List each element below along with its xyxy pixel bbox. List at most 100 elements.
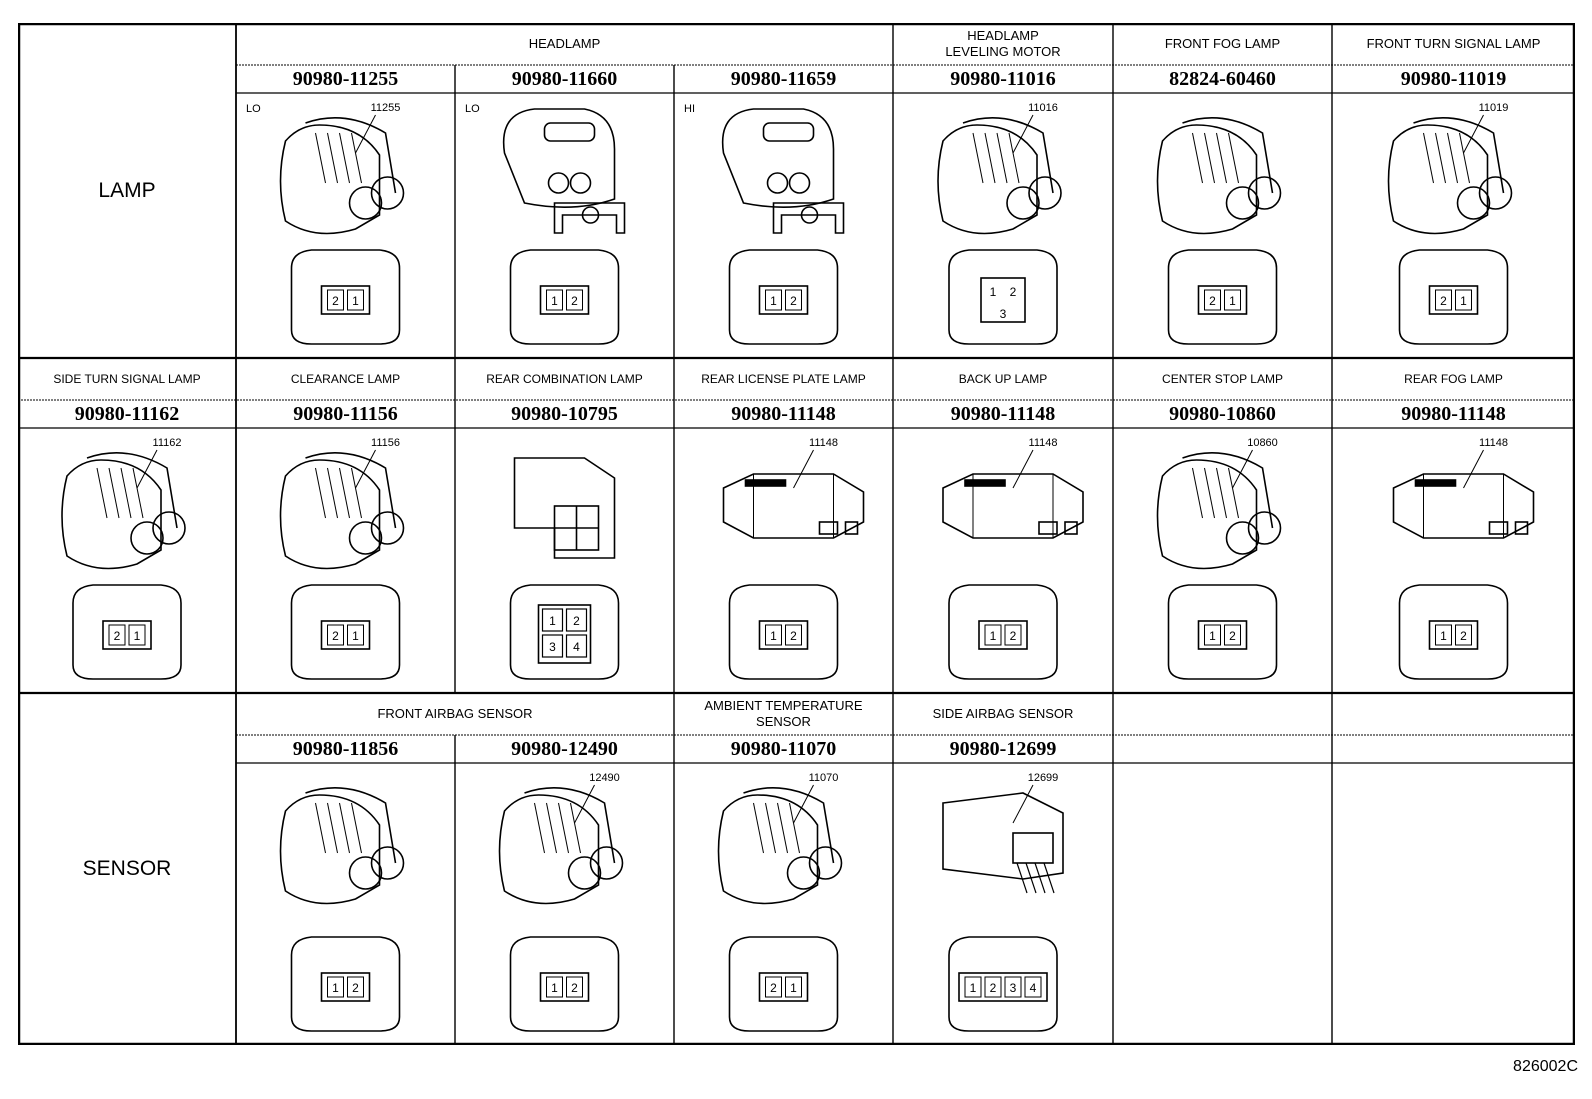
part-header: REAR LICENSE PLATE LAMP xyxy=(701,372,866,386)
connector-face xyxy=(290,249,401,345)
pin-number: 2 xyxy=(790,629,797,643)
connector-housing xyxy=(722,473,865,539)
connector-housing xyxy=(721,108,835,208)
part-number: 90980-11255 xyxy=(292,67,399,90)
terminal xyxy=(589,846,624,880)
pin-number: 2 xyxy=(352,981,359,995)
retainer-clip xyxy=(772,202,845,234)
latch xyxy=(962,117,1054,194)
table-border xyxy=(18,23,1575,1045)
part-number: 90980-10860 xyxy=(1169,402,1276,425)
callout-label: 11255 xyxy=(371,102,401,114)
pin-number: 2 xyxy=(332,629,339,643)
connector-face xyxy=(728,936,839,1032)
pin-number: 3 xyxy=(1010,981,1017,995)
pin-number: 1 xyxy=(551,981,558,995)
group-header: FRONT AIRBAG SENSOR xyxy=(377,706,533,721)
connector-face xyxy=(72,584,182,680)
variant-tag: HI xyxy=(684,103,695,115)
connector-face xyxy=(509,936,620,1032)
pin-number: 2 xyxy=(770,981,777,995)
connector-face xyxy=(290,584,401,680)
pin-number: 1 xyxy=(332,981,339,995)
callout-label: 10860 xyxy=(1247,437,1278,449)
connector-face xyxy=(948,584,1058,680)
terminal xyxy=(1006,186,1040,220)
connector-housing xyxy=(61,459,162,570)
pin-number: 1 xyxy=(990,629,997,643)
callout-label: 11148 xyxy=(809,437,838,449)
latch xyxy=(1182,117,1274,194)
category-lamp: LAMP xyxy=(98,178,156,202)
connector-housing xyxy=(502,108,616,208)
terminal xyxy=(1225,186,1260,220)
connector-face xyxy=(728,584,839,680)
latch xyxy=(743,787,835,864)
callout-label: 11162 xyxy=(153,437,182,449)
pin-number: 1 xyxy=(770,629,777,643)
latch xyxy=(1182,452,1274,529)
connector-housing xyxy=(513,457,616,559)
part-header: CLEARANCE LAMP xyxy=(290,372,401,386)
part-header: CENTER STOP LAMP xyxy=(1162,372,1283,386)
terminal xyxy=(152,511,186,545)
connector-housing xyxy=(942,473,1084,539)
connector-face xyxy=(290,936,401,1032)
connector-face xyxy=(948,936,1058,1032)
pin-number: 1 xyxy=(551,294,558,308)
terminal xyxy=(348,856,383,890)
connector-face xyxy=(1167,249,1278,345)
terminal xyxy=(1247,176,1282,210)
pin-number: 2 xyxy=(571,294,578,308)
part-number: 90980-12699 xyxy=(949,737,1057,760)
part-number: 82824-60460 xyxy=(1169,67,1276,90)
latch xyxy=(305,452,397,529)
pin-number: 3 xyxy=(1000,307,1007,321)
part-header: REAR FOG LAMP xyxy=(1404,372,1503,386)
part-number: 90980-12490 xyxy=(511,737,618,760)
callout-label: 12699 xyxy=(1028,772,1059,784)
connector-housing xyxy=(498,794,600,905)
callout-label: 11148 xyxy=(1479,437,1508,449)
part-number: 90980-10795 xyxy=(511,402,618,425)
pin-number: 1 xyxy=(1229,294,1236,308)
callout-label: 11156 xyxy=(371,437,400,449)
callout-label: 11148 xyxy=(1029,437,1058,449)
pin-number: 2 xyxy=(1010,285,1017,299)
connector-face xyxy=(1398,584,1509,680)
terminal xyxy=(370,511,405,545)
callout-label: 11016 xyxy=(1028,102,1058,114)
terminal xyxy=(348,186,383,220)
part-number: 90980-11162 xyxy=(74,402,180,425)
pin-number: 2 xyxy=(332,294,339,308)
part-header: REAR COMBINATION LAMP xyxy=(486,372,643,386)
connector-housing xyxy=(279,794,381,905)
pin-number: 2 xyxy=(1229,629,1236,643)
connector-housing xyxy=(1156,459,1258,570)
terminal xyxy=(786,856,821,890)
pin-number: 1 xyxy=(549,614,556,628)
connector-housing xyxy=(279,124,381,235)
terminal xyxy=(1247,511,1282,545)
pin-number: 1 xyxy=(352,629,359,643)
latch xyxy=(305,117,397,194)
callout-label: 11070 xyxy=(809,772,839,784)
connector-housing xyxy=(1387,124,1489,235)
pin-number: 2 xyxy=(790,294,797,308)
